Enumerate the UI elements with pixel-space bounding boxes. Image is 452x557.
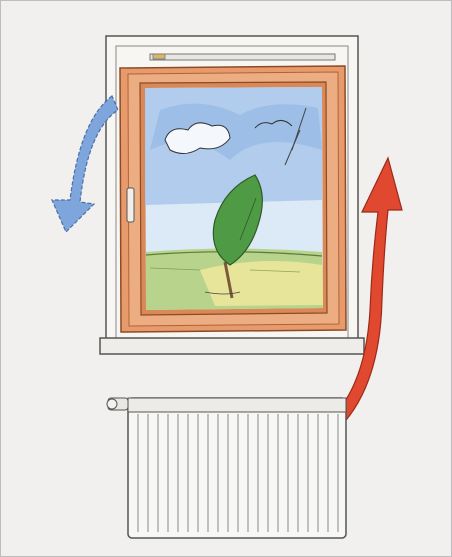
window-pane: [145, 87, 323, 310]
window-handle: [127, 188, 134, 222]
window-sill: [100, 338, 364, 354]
radiator: [107, 398, 346, 538]
